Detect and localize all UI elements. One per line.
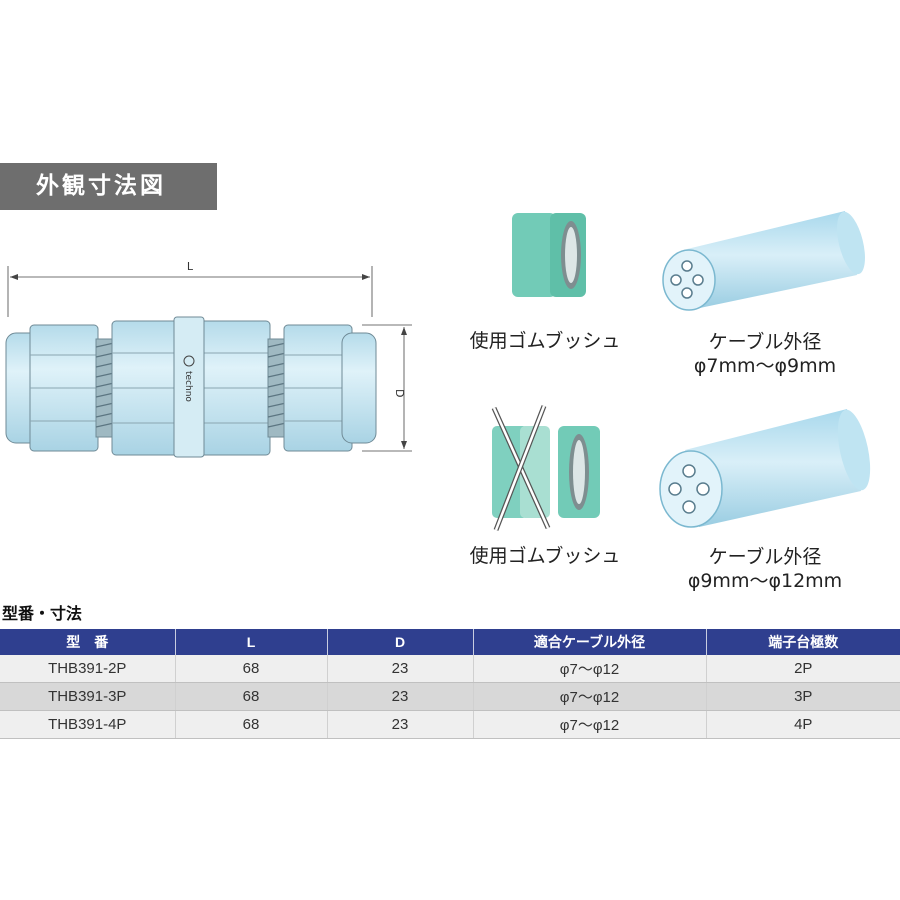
cable-small-image	[662, 211, 865, 311]
rubber-bushing-large-image	[491, 405, 600, 531]
table-row: THB391-3P 68 23 φ7～φ12 3P	[0, 682, 900, 711]
logo-text: techno	[183, 371, 193, 402]
cell-model: THB391-3P	[0, 682, 176, 711]
cell-diameter: 23	[327, 682, 474, 711]
dim-diameter-label: D	[393, 389, 406, 397]
spec-table: 型 番 L D 適合ケーブル外径 端子台極数 THB391-2P 68 23 φ…	[0, 629, 900, 739]
connector-drawing: L D techno	[5, 260, 412, 458]
cable-large-caption-2: φ9mm～φ12mm	[687, 570, 843, 592]
not-used-cross-icon	[491, 405, 551, 531]
bushing-small-caption: 使用ゴムブッシュ	[469, 330, 621, 352]
cell-cable-diameter: φ7～φ12	[473, 710, 707, 739]
cell-length: 68	[175, 682, 328, 711]
dim-length-label: L	[187, 260, 194, 273]
bushing-large-caption: 使用ゴムブッシュ	[469, 545, 621, 567]
spec-title: 型番・寸法	[2, 604, 83, 623]
table-header-row: 型 番 L D 適合ケーブル外径 端子台極数	[0, 629, 900, 655]
header-diameter: D	[327, 629, 474, 655]
table-row: THB391-2P 68 23 φ7～φ12 2P	[0, 655, 900, 683]
cable-large-image	[659, 409, 871, 528]
cell-model: THB391-2P	[0, 655, 176, 683]
cell-poles: 2P	[706, 655, 900, 683]
cable-large-caption-1: ケーブル外径	[708, 546, 822, 568]
section-title: 外観寸法図	[0, 163, 217, 210]
header-poles: 端子台極数	[706, 629, 900, 655]
table-row: THB391-4P 68 23 φ7～φ12 4P	[0, 710, 900, 739]
cell-length: 68	[175, 655, 328, 683]
header-cable-diameter: 適合ケーブル外径	[473, 629, 707, 655]
cable-small-caption-1: ケーブル外径	[708, 331, 822, 353]
cell-poles: 4P	[706, 710, 900, 739]
header-model: 型 番	[0, 629, 176, 655]
cell-poles: 3P	[706, 682, 900, 711]
cell-diameter: 23	[327, 655, 474, 683]
header-length: L	[175, 629, 328, 655]
cable-small-caption-2: φ7mm～φ9mm	[693, 355, 837, 377]
cell-model: THB391-4P	[0, 710, 176, 739]
cell-diameter: 23	[327, 710, 474, 739]
cell-length: 68	[175, 710, 328, 739]
cell-cable-diameter: φ7～φ12	[473, 682, 707, 711]
cell-cable-diameter: φ7～φ12	[473, 655, 707, 683]
rubber-bushing-small-image	[512, 213, 586, 297]
